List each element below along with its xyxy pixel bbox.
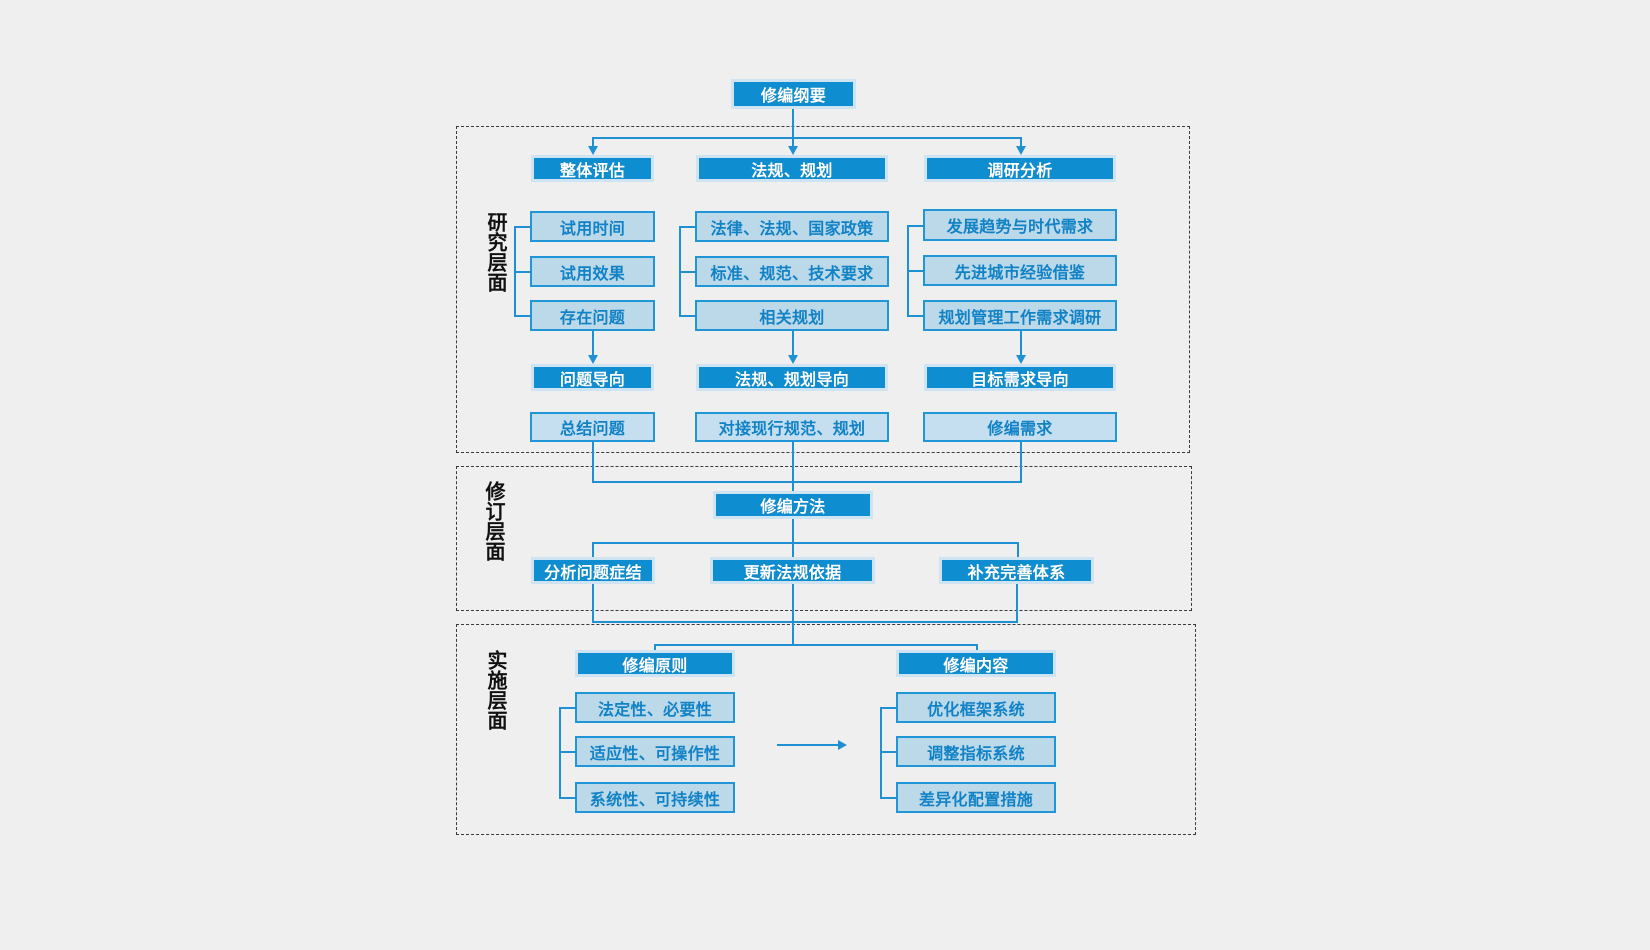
node-impl-group1-item-0[interactable]: 优化框架系统 [896, 692, 1056, 723]
node-col2-item-0[interactable]: 法律、法规、国家政策 [695, 211, 889, 242]
connector-impl-drop-left [654, 644, 656, 650]
connector-rev0-down [592, 584, 594, 622]
connector-drop-col2 [792, 137, 794, 148]
bracket-impl-group0-stub-2 [559, 797, 576, 799]
section-frame-implementation [456, 624, 1196, 835]
node-col2-item-2[interactable]: 相关规划 [695, 300, 889, 331]
section-frame-research [456, 126, 1190, 453]
bracket-col1-stub-2 [514, 315, 531, 317]
node-col3-item-0[interactable]: 发展趋势与时代需求 [923, 209, 1117, 241]
connector-impl-cross [777, 744, 839, 746]
node-revision-item-1[interactable]: 更新法规依据 [710, 557, 875, 584]
node-revision-item-2[interactable]: 补充完善体系 [939, 557, 1094, 584]
node-col3-outcome[interactable]: 修编需求 [923, 412, 1117, 442]
node-impl-group1-item-1[interactable]: 调整指标系统 [896, 736, 1056, 767]
connector-col2-to-orientation [792, 331, 794, 356]
section-frame-revision [456, 466, 1192, 611]
node-col1-header[interactable]: 整体评估 [531, 155, 654, 182]
connector-drop-col3 [1020, 137, 1022, 148]
bracket-impl-group1-stub-2 [880, 797, 897, 799]
node-revision-item-0[interactable]: 分析问题症结 [531, 557, 655, 584]
node-col2-outcome[interactable]: 对接现行规范、规划 [695, 412, 889, 442]
connector-revision-drop-0 [592, 542, 594, 557]
connector-outcome-merge-bus [592, 481, 1022, 483]
connector-root-bus [593, 137, 1022, 139]
connector-rev1-down [792, 584, 794, 645]
connector-rev-merge-bus [592, 621, 1018, 623]
node-col2-header[interactable]: 法规、规划 [696, 155, 888, 182]
node-col1-item-1[interactable]: 试用效果 [530, 256, 655, 287]
connector-revision-drop-1 [792, 542, 794, 557]
bracket-col1-stub-0 [514, 226, 531, 228]
bracket-col3-stub-0 [907, 225, 924, 227]
node-col3-item-1[interactable]: 先进城市经验借鉴 [923, 255, 1117, 286]
node-col3-item-2[interactable]: 规划管理工作需求调研 [923, 300, 1117, 331]
arrow-right-impl-cross [838, 740, 847, 750]
node-col1-outcome[interactable]: 总结问题 [530, 412, 655, 442]
connector-drop-col1 [592, 137, 594, 148]
node-impl-group1-header[interactable]: 修编内容 [896, 650, 1056, 677]
node-root[interactable]: 修编纲要 [731, 79, 856, 109]
node-impl-group0-item-0[interactable]: 法定性、必要性 [575, 692, 735, 723]
arrow-down-col2 [788, 146, 798, 155]
bracket-impl-group0-stub-0 [559, 707, 576, 709]
connector-col1-to-orientation [592, 331, 594, 356]
node-col1-orientation[interactable]: 问题导向 [531, 364, 654, 391]
layer-label-research: 研究层面 [484, 212, 508, 292]
node-col1-item-2[interactable]: 存在问题 [530, 300, 655, 331]
connector-outcome1-down [592, 442, 594, 482]
connector-root-down [792, 109, 794, 138]
node-impl-group0-header[interactable]: 修编原则 [575, 650, 735, 677]
arrow-down-col1 [588, 146, 598, 155]
bracket-col2-stub-0 [679, 226, 696, 228]
layer-label-implementation: 实施层面 [484, 650, 508, 730]
bracket-col2-stub-2 [679, 315, 696, 317]
connector-col3-to-orientation [1020, 331, 1022, 356]
connector-revision-bus [593, 542, 1018, 544]
connector-outcome2-down [792, 442, 794, 492]
bracket-impl-group1-stub-1 [880, 751, 897, 753]
node-revision-header[interactable]: 修编方法 [713, 491, 873, 519]
arrow-down-col3-orientation [1016, 355, 1026, 364]
connector-revision-down [792, 519, 794, 543]
bracket-col2-stub-1 [679, 271, 696, 273]
bracket-impl-group0-stub-1 [559, 751, 576, 753]
bracket-col1-stub-1 [514, 271, 531, 273]
node-col1-item-0[interactable]: 试用时间 [530, 211, 655, 242]
node-impl-group0-item-1[interactable]: 适应性、可操作性 [575, 736, 735, 767]
bracket-col3-stub-1 [907, 270, 924, 272]
node-col2-orientation[interactable]: 法规、规划导向 [696, 364, 888, 391]
arrow-down-col3 [1016, 146, 1026, 155]
arrow-down-col2-orientation [788, 355, 798, 364]
connector-outcome3-down [1020, 442, 1022, 482]
bracket-col3-stub-2 [907, 315, 924, 317]
node-impl-group1-item-2[interactable]: 差异化配置措施 [896, 782, 1056, 813]
node-col3-orientation[interactable]: 目标需求导向 [924, 364, 1116, 391]
node-col3-header[interactable]: 调研分析 [924, 155, 1116, 182]
connector-rev2-down [1016, 584, 1018, 622]
node-impl-group0-item-2[interactable]: 系统性、可持续性 [575, 782, 735, 813]
connector-revision-drop-2 [1017, 542, 1019, 557]
connector-impl-bus [655, 644, 978, 646]
bracket-impl-group1-stub-0 [880, 707, 897, 709]
node-col2-item-1[interactable]: 标准、规范、技术要求 [695, 256, 889, 287]
layer-label-revision: 修订层面 [482, 481, 506, 561]
connector-impl-drop-right [976, 644, 978, 650]
arrow-down-col1-orientation [588, 355, 598, 364]
